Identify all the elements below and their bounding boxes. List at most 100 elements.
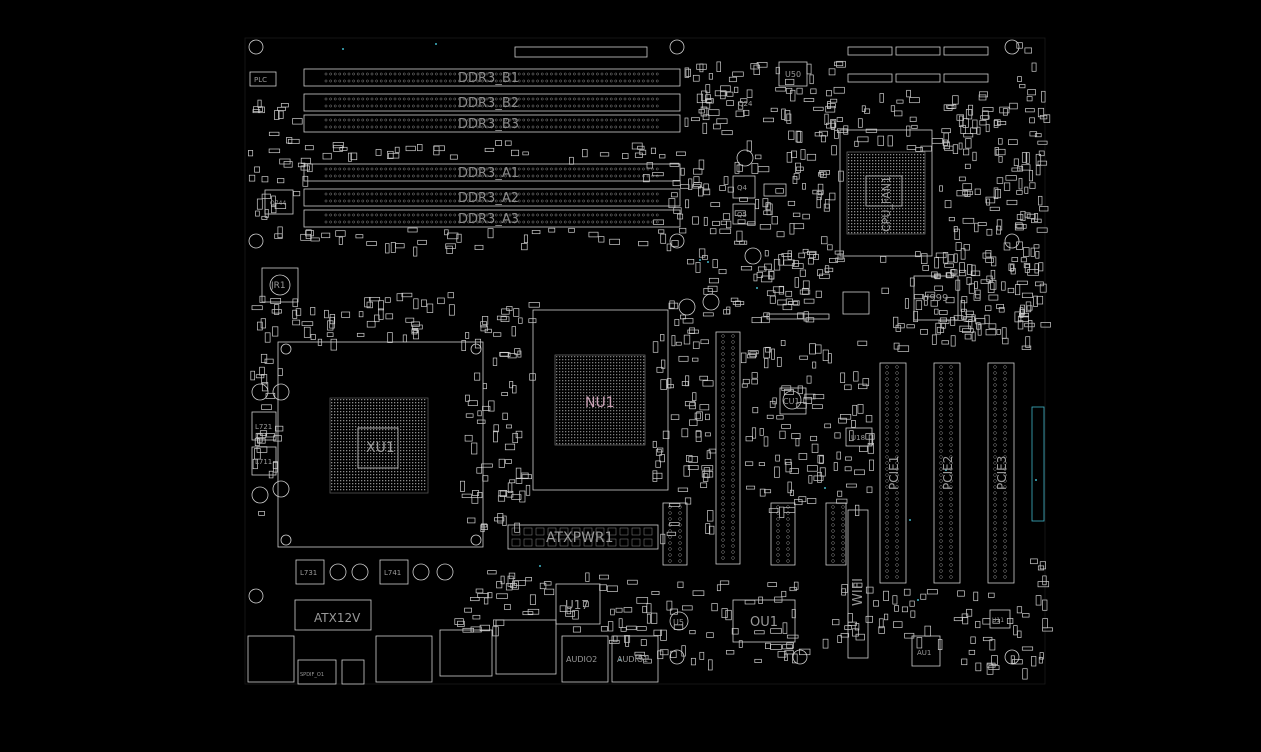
dimm-slot-ddr3_a3: DDR3_A3 — [303, 209, 681, 228]
passive-cluster — [643, 159, 705, 225]
atx12v-connector — [294, 599, 372, 631]
dimm-slot-ddr3_b3: DDR3_B3 — [303, 114, 681, 133]
l731-label: L731 — [300, 569, 317, 577]
u5-label: U5 — [673, 618, 684, 627]
u11-label: U11 — [992, 617, 1004, 624]
passive-cluster — [652, 300, 717, 545]
mount-hole — [248, 588, 264, 604]
plc-component — [249, 71, 277, 87]
pcie-slot-3 — [987, 362, 1015, 584]
pcie1-label: PCIE1 — [887, 456, 901, 490]
dimm-label: DDR3_A2 — [458, 191, 519, 206]
header-pins-2 — [668, 505, 682, 563]
cu1-label: CU1 — [783, 397, 800, 406]
audio1-label: AUDIO1 — [617, 655, 648, 664]
plc-label: PLC — [254, 76, 267, 84]
passive-cluster — [953, 590, 1044, 680]
dimm-label: DDR3_A3 — [458, 212, 519, 227]
passive-cluster — [300, 227, 687, 257]
mount-hole — [248, 233, 264, 249]
passive-cluster — [1015, 42, 1051, 348]
atx-power-pins — [511, 527, 653, 547]
dimm-label: DDR3_B2 — [458, 96, 519, 111]
passive-cluster — [820, 89, 1018, 156]
io-lan — [495, 619, 557, 675]
l711-label: L711 — [255, 458, 272, 466]
dimm-slot-ddr3_a1: DDR3_A1 — [303, 163, 681, 182]
passive-cluster — [822, 582, 943, 650]
audio2-label: AUDIO2 — [566, 655, 597, 664]
cpu-fan-label: CPU_FAN1 — [880, 176, 893, 232]
cpu-label: XU1 — [366, 440, 395, 456]
dimm-label: DDR3_A1 — [458, 166, 519, 181]
io-usb-1 — [375, 635, 433, 683]
q4-label: Q4 — [737, 184, 748, 192]
passive-cluster — [322, 140, 686, 165]
passive-cluster — [248, 99, 314, 239]
u18-label: U18 — [851, 434, 865, 442]
pcie-x1-slot — [715, 331, 741, 565]
atx-power-connector — [507, 524, 659, 550]
pch-ball-grid — [848, 154, 925, 234]
mount-hole — [669, 649, 685, 665]
passive-cluster — [740, 340, 875, 518]
passive-cluster — [880, 251, 1033, 352]
pcie1-pins — [885, 365, 899, 579]
pcie2-label: PCIE2 — [941, 456, 955, 490]
northbridge-label: NU1 — [585, 395, 615, 411]
dimm-label: DDR3_B3 — [458, 117, 519, 132]
dimm-slot-ddr3_b2: DDR3_B2 — [303, 93, 681, 112]
pcie-slot-1 — [879, 362, 907, 584]
dimm-slot-ddr3_a2: DDR3_A2 — [303, 188, 681, 207]
northbridge-ball-grid — [556, 356, 645, 445]
mount-hole — [248, 39, 264, 55]
passive-cluster — [460, 302, 540, 533]
pcie-x1-pins — [721, 334, 735, 560]
spdif-label: SPDIF_O1 — [300, 672, 324, 678]
mount-hole — [1004, 233, 1020, 249]
northbridge-outline — [532, 309, 669, 491]
io-usb-2 — [439, 629, 493, 677]
u17-label: U17 — [565, 598, 589, 612]
mount-hole — [1004, 39, 1020, 55]
jr1-label: JR1 — [270, 281, 286, 291]
io-spdif — [297, 659, 337, 685]
io-ps2 — [247, 635, 295, 683]
header-pins-3 — [831, 505, 845, 563]
pch-outline — [839, 129, 933, 257]
header-pins-1 — [776, 505, 790, 563]
passive-cluster — [600, 579, 811, 671]
u999-label: U999 — [922, 293, 948, 304]
passive-cluster — [454, 570, 609, 637]
passive-cluster — [1030, 558, 1053, 632]
l721-label: L721 — [255, 423, 272, 431]
q744-label: Q744 — [270, 200, 286, 207]
passive-cluster — [764, 250, 845, 304]
cpu-pin-grid — [331, 399, 426, 491]
passive-cluster — [250, 353, 284, 516]
pcie3-label: PCIE3 — [995, 456, 1009, 490]
dimm-slot-ddr3_b1: DDR3_B1 — [303, 68, 681, 87]
mount-hole — [669, 233, 685, 249]
pcie3-pins — [993, 365, 1007, 579]
dimm-label: DDR3_B1 — [458, 71, 519, 86]
au1-label: AU1 — [917, 649, 931, 657]
atxpwr-label: ATXPWR1 — [546, 530, 614, 546]
test-points — [342, 43, 1037, 661]
cpu-socket-outline — [277, 341, 484, 548]
mount-hole — [792, 649, 808, 665]
passive-cluster — [680, 60, 848, 324]
atx12v-label: ATX12V — [314, 611, 361, 625]
q5-label: Q5 — [737, 211, 747, 219]
passive-cluster — [931, 104, 1048, 336]
io-audio-2 — [561, 635, 609, 683]
wifi-label: WIFI — [851, 578, 866, 606]
ou1-label: OU1 — [750, 615, 778, 630]
l741-label: L741 — [384, 569, 401, 577]
pcie-slot-2 — [933, 362, 961, 584]
q24-label: Q24 — [738, 100, 753, 108]
pcie2-pins — [939, 365, 953, 579]
passive-cluster — [251, 292, 489, 351]
mount-hole — [669, 39, 685, 55]
